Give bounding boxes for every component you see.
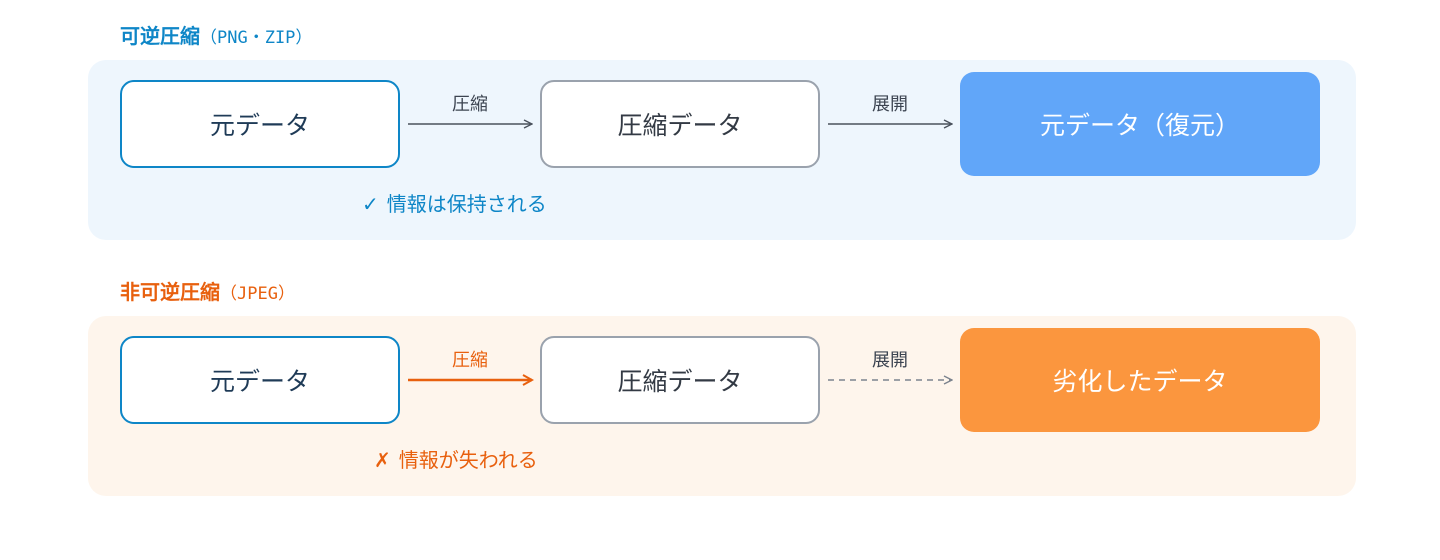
lossy-note: ✗ 情報が失われる	[374, 448, 538, 472]
lossy-expand-label: 展開	[872, 350, 908, 371]
lossy-title-formats: （JPEG）	[220, 284, 295, 304]
lossless-title-formats: （PNG・ZIP）	[200, 28, 313, 48]
lossy-compress-label: 圧縮	[452, 350, 488, 371]
lossy-title: 非可逆圧縮（JPEG）	[120, 280, 295, 306]
lossy-compressed-box: 圧縮データ	[540, 336, 820, 424]
lossless-note: ✓ 情報は保持される	[362, 192, 547, 216]
lossless-restored-box: 元データ（復元）	[960, 72, 1320, 176]
lossless-title: 可逆圧縮（PNG・ZIP）	[120, 24, 312, 50]
lossy-source-box: 元データ	[120, 336, 400, 424]
lossless-compress-label: 圧縮	[452, 94, 488, 115]
lossy-note-text: 情報が失われる	[398, 448, 538, 472]
lossless-expand-label: 展開	[872, 94, 908, 115]
check-icon: ✓	[362, 192, 379, 216]
lossless-title-text: 可逆圧縮	[120, 24, 200, 48]
lossy-title-text: 非可逆圧縮	[120, 280, 220, 304]
lossless-source-box: 元データ	[120, 80, 400, 168]
lossless-note-text: 情報は保持される	[386, 192, 547, 216]
lossless-compressed-box: 圧縮データ	[540, 80, 820, 168]
cross-icon: ✗	[374, 448, 391, 472]
lossy-degraded-box: 劣化したデータ	[960, 328, 1320, 432]
